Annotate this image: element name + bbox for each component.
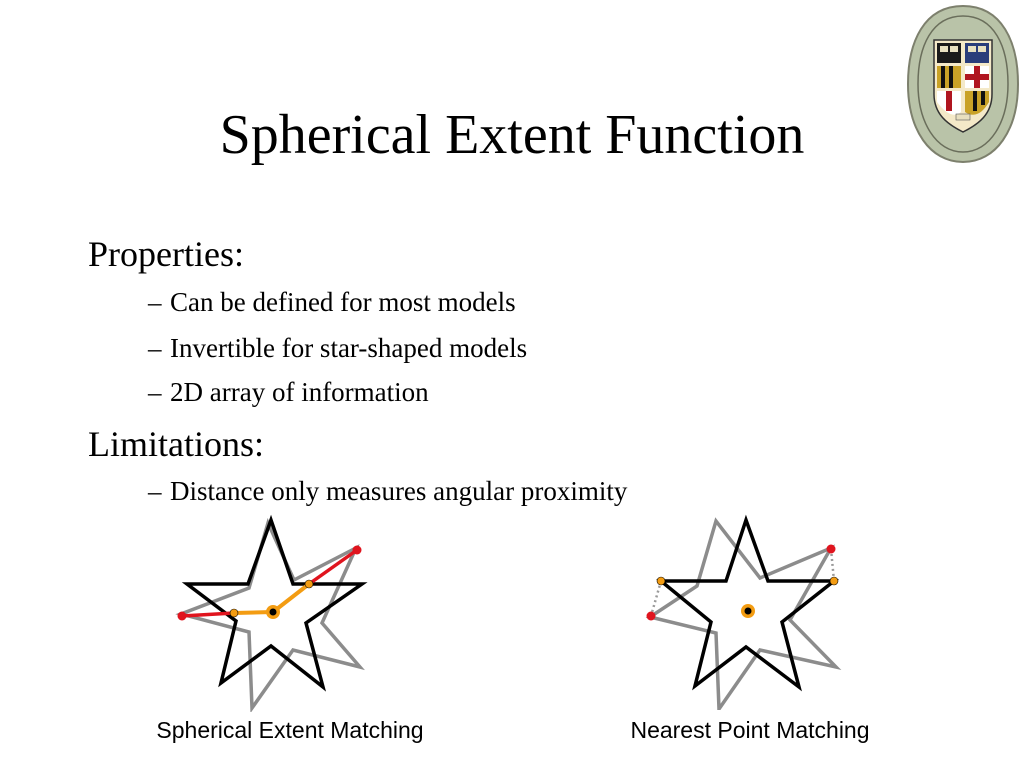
bullet-item: –Can be defined for most models [148, 286, 516, 318]
center-point-core [269, 608, 277, 616]
nearest-point-diagram [645, 514, 842, 710]
caption-nearest-point: Nearest Point Matching [630, 717, 870, 743]
bullet-item: –Invertible for star-shaped models [148, 332, 527, 364]
extent-point-red [352, 545, 362, 555]
university-seal-icon [906, 4, 1020, 164]
extent-ray-red [181, 611, 235, 618]
bullet-text: Invertible for star-shaped models [170, 333, 528, 363]
extent-point-orange [304, 579, 314, 589]
nearest-point-red [826, 544, 836, 554]
bullet-item: –2D array of information [148, 376, 429, 408]
bullet-text: 2D array of information [170, 377, 429, 407]
nearest-link-dotted [649, 580, 663, 617]
bullet-text: Can be defined for most models [170, 287, 516, 317]
nearest-link-dotted [829, 548, 836, 582]
black-star-outline [181, 514, 368, 692]
slide-title: Spherical Extent Function [219, 104, 805, 166]
bullet-text: Distance only measures angular proximity [170, 476, 628, 506]
extent-point-red [177, 611, 187, 621]
nearest-point-red [646, 611, 656, 621]
section-heading-properties: Properties: [88, 234, 244, 274]
bullet-marker: – [148, 377, 162, 407]
nearest-point-orange [829, 576, 839, 586]
gray-star-outline [645, 517, 842, 710]
caption-spherical-extent: Spherical Extent Matching [156, 717, 424, 743]
center-point-core [744, 607, 752, 615]
extent-point-orange [229, 608, 239, 618]
bullet-item: –Distance only measures angular proximit… [148, 475, 627, 507]
gray-star-outline [175, 517, 365, 712]
bullet-marker: – [148, 333, 162, 363]
nearest-point-orange [656, 576, 666, 586]
extent-ray-orange [271, 582, 311, 614]
bullet-marker: – [148, 476, 162, 506]
spherical-extent-diagram [175, 514, 368, 712]
extent-ray-red [307, 548, 359, 586]
section-heading-limitations: Limitations: [88, 424, 264, 464]
bullet-marker: – [148, 287, 162, 317]
black-star-outline [656, 514, 840, 692]
